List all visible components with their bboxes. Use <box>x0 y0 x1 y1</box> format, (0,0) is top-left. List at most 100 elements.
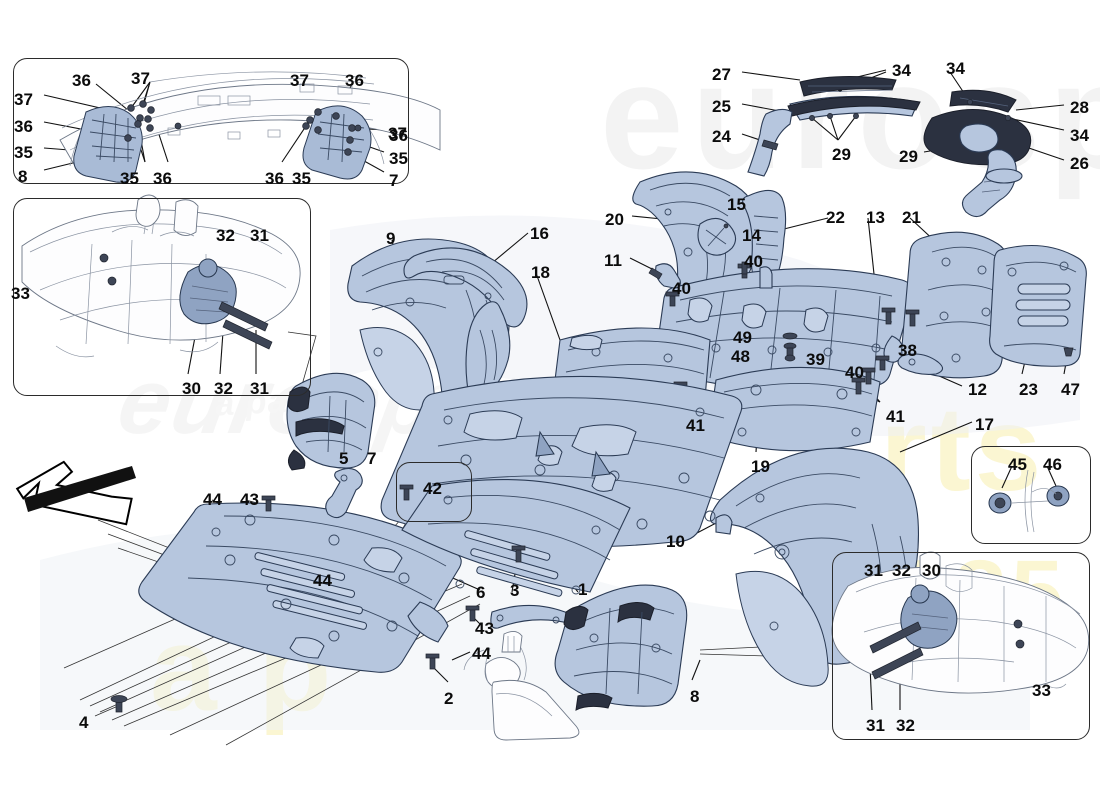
callout-number-31: 31 <box>250 379 269 398</box>
callout-number-36: 36 <box>14 117 33 136</box>
callout-number-36: 36 <box>345 71 364 90</box>
callout-number-38: 38 <box>898 341 917 360</box>
strap-6 <box>490 604 576 629</box>
callout-number-47: 47 <box>1061 380 1080 399</box>
fasteners-38-40 <box>741 261 920 327</box>
callout-number-43: 43 <box>240 490 259 509</box>
callout-number-37: 37 <box>290 71 309 90</box>
callout-number-35: 35 <box>292 169 311 188</box>
callout-number-40: 40 <box>672 279 691 298</box>
callout-number-35: 35 <box>389 149 408 168</box>
callout-number-44: 44 <box>313 571 332 590</box>
small-cover-14 <box>697 217 737 256</box>
inset-clip-detail <box>971 446 1091 544</box>
callout-number-29: 29 <box>899 147 918 166</box>
callout-number-34: 34 <box>892 61 911 80</box>
callout-number-7: 7 <box>389 171 399 190</box>
air-duct-group <box>747 75 1032 218</box>
callout-number-37: 37 <box>388 124 407 143</box>
loose-fasteners <box>110 484 526 713</box>
strut-12 <box>897 353 944 375</box>
callout-number-4: 4 <box>79 713 89 732</box>
callout-number-36: 36 <box>153 169 172 188</box>
callout-number-29: 29 <box>832 145 851 164</box>
front-bumper-ghost <box>59 71 441 183</box>
callout-number-26: 26 <box>1070 154 1089 173</box>
callout-number-11: 11 <box>604 251 622 270</box>
callout-number-32: 32 <box>892 561 911 580</box>
callout-number-12: 12 <box>968 380 987 399</box>
engine-bay-ghost <box>21 194 301 358</box>
callout-number-16: 16 <box>530 224 549 243</box>
callout-number-22: 22 <box>826 208 845 227</box>
callout-number-31: 31 <box>864 561 883 580</box>
callout-number-32: 32 <box>216 226 235 245</box>
callout-number-20: 20 <box>605 210 624 229</box>
inset-gearbox-sensor <box>832 552 1090 740</box>
callout-number-2: 2 <box>444 689 454 708</box>
wheel-arch-trim <box>403 247 528 398</box>
callout-number-36: 36 <box>72 71 91 90</box>
callout-number-37: 37 <box>14 90 33 109</box>
callout-number-32: 32 <box>896 716 915 735</box>
bracket-11 <box>648 263 681 289</box>
callout-number-34: 34 <box>946 59 965 78</box>
callout-number-14: 14 <box>742 226 761 245</box>
callout-number-27: 27 <box>712 65 731 84</box>
bracket-5 <box>325 467 363 519</box>
rear-floor-panel-2 <box>138 502 462 673</box>
front-wheelhouse-8 <box>554 584 688 711</box>
clip-parts-45-46 <box>988 469 1070 533</box>
callout-number-13: 13 <box>866 208 885 227</box>
inset-fastener-42 <box>396 462 472 522</box>
callout-number-36: 36 <box>265 169 284 188</box>
callout-number-44: 44 <box>203 490 222 509</box>
floor-strip <box>401 479 631 597</box>
callout-number-35: 35 <box>14 143 33 162</box>
callout-number-41: 41 <box>886 407 905 426</box>
callout-number-18: 18 <box>531 263 550 282</box>
callout-number-30: 30 <box>182 379 201 398</box>
callout-number-5: 5 <box>339 449 349 468</box>
inset-front-bumper-mounting <box>13 58 409 184</box>
callout-number-31: 31 <box>866 716 885 735</box>
callout-number-28: 28 <box>1070 98 1089 117</box>
callout-number-44: 44 <box>472 644 491 663</box>
callout-number-36: 36 <box>389 126 408 145</box>
callout-number-39: 39 <box>806 350 825 369</box>
fastener-49-48-39 <box>782 332 798 362</box>
callout-number-17: 17 <box>975 415 994 434</box>
callout-number-37: 37 <box>131 69 150 88</box>
callout-number-7: 7 <box>367 449 377 468</box>
inset-engine-bay-sensor <box>13 198 311 396</box>
callout-number-30: 30 <box>922 561 941 580</box>
forward-direction-arrow <box>15 460 136 526</box>
underbody-center-shield <box>654 263 914 392</box>
callout-number-21: 21 <box>902 208 921 227</box>
callout-number-45: 45 <box>1008 455 1027 474</box>
washer-reservoir-ghost <box>463 631 580 741</box>
callout-number-8: 8 <box>18 167 28 186</box>
callout-number-35: 35 <box>120 169 139 188</box>
gearbox-ghost <box>831 551 1090 694</box>
callout-number-9: 9 <box>386 229 396 248</box>
callout-number-3: 3 <box>510 581 520 600</box>
callout-number-33: 33 <box>11 284 30 303</box>
callout-number-19: 19 <box>751 457 770 476</box>
callout-number-41: 41 <box>686 416 705 435</box>
callout-number-25: 25 <box>712 97 731 116</box>
callout-number-15: 15 <box>727 195 746 214</box>
callout-number-23: 23 <box>1019 380 1038 399</box>
callout-number-46: 46 <box>1043 455 1062 474</box>
callout-number-42: 42 <box>423 479 442 498</box>
callout-number-49: 49 <box>733 328 752 347</box>
callout-number-40: 40 <box>845 363 864 382</box>
callout-number-32: 32 <box>214 379 233 398</box>
callout-number-24: 24 <box>712 127 731 146</box>
callout-number-31: 31 <box>250 226 269 245</box>
wheelarch-bracket-7 <box>286 372 376 471</box>
callout-number-1: 1 <box>578 580 588 599</box>
callout-number-34: 34 <box>1070 126 1089 145</box>
vented-shield-23 <box>989 244 1087 367</box>
